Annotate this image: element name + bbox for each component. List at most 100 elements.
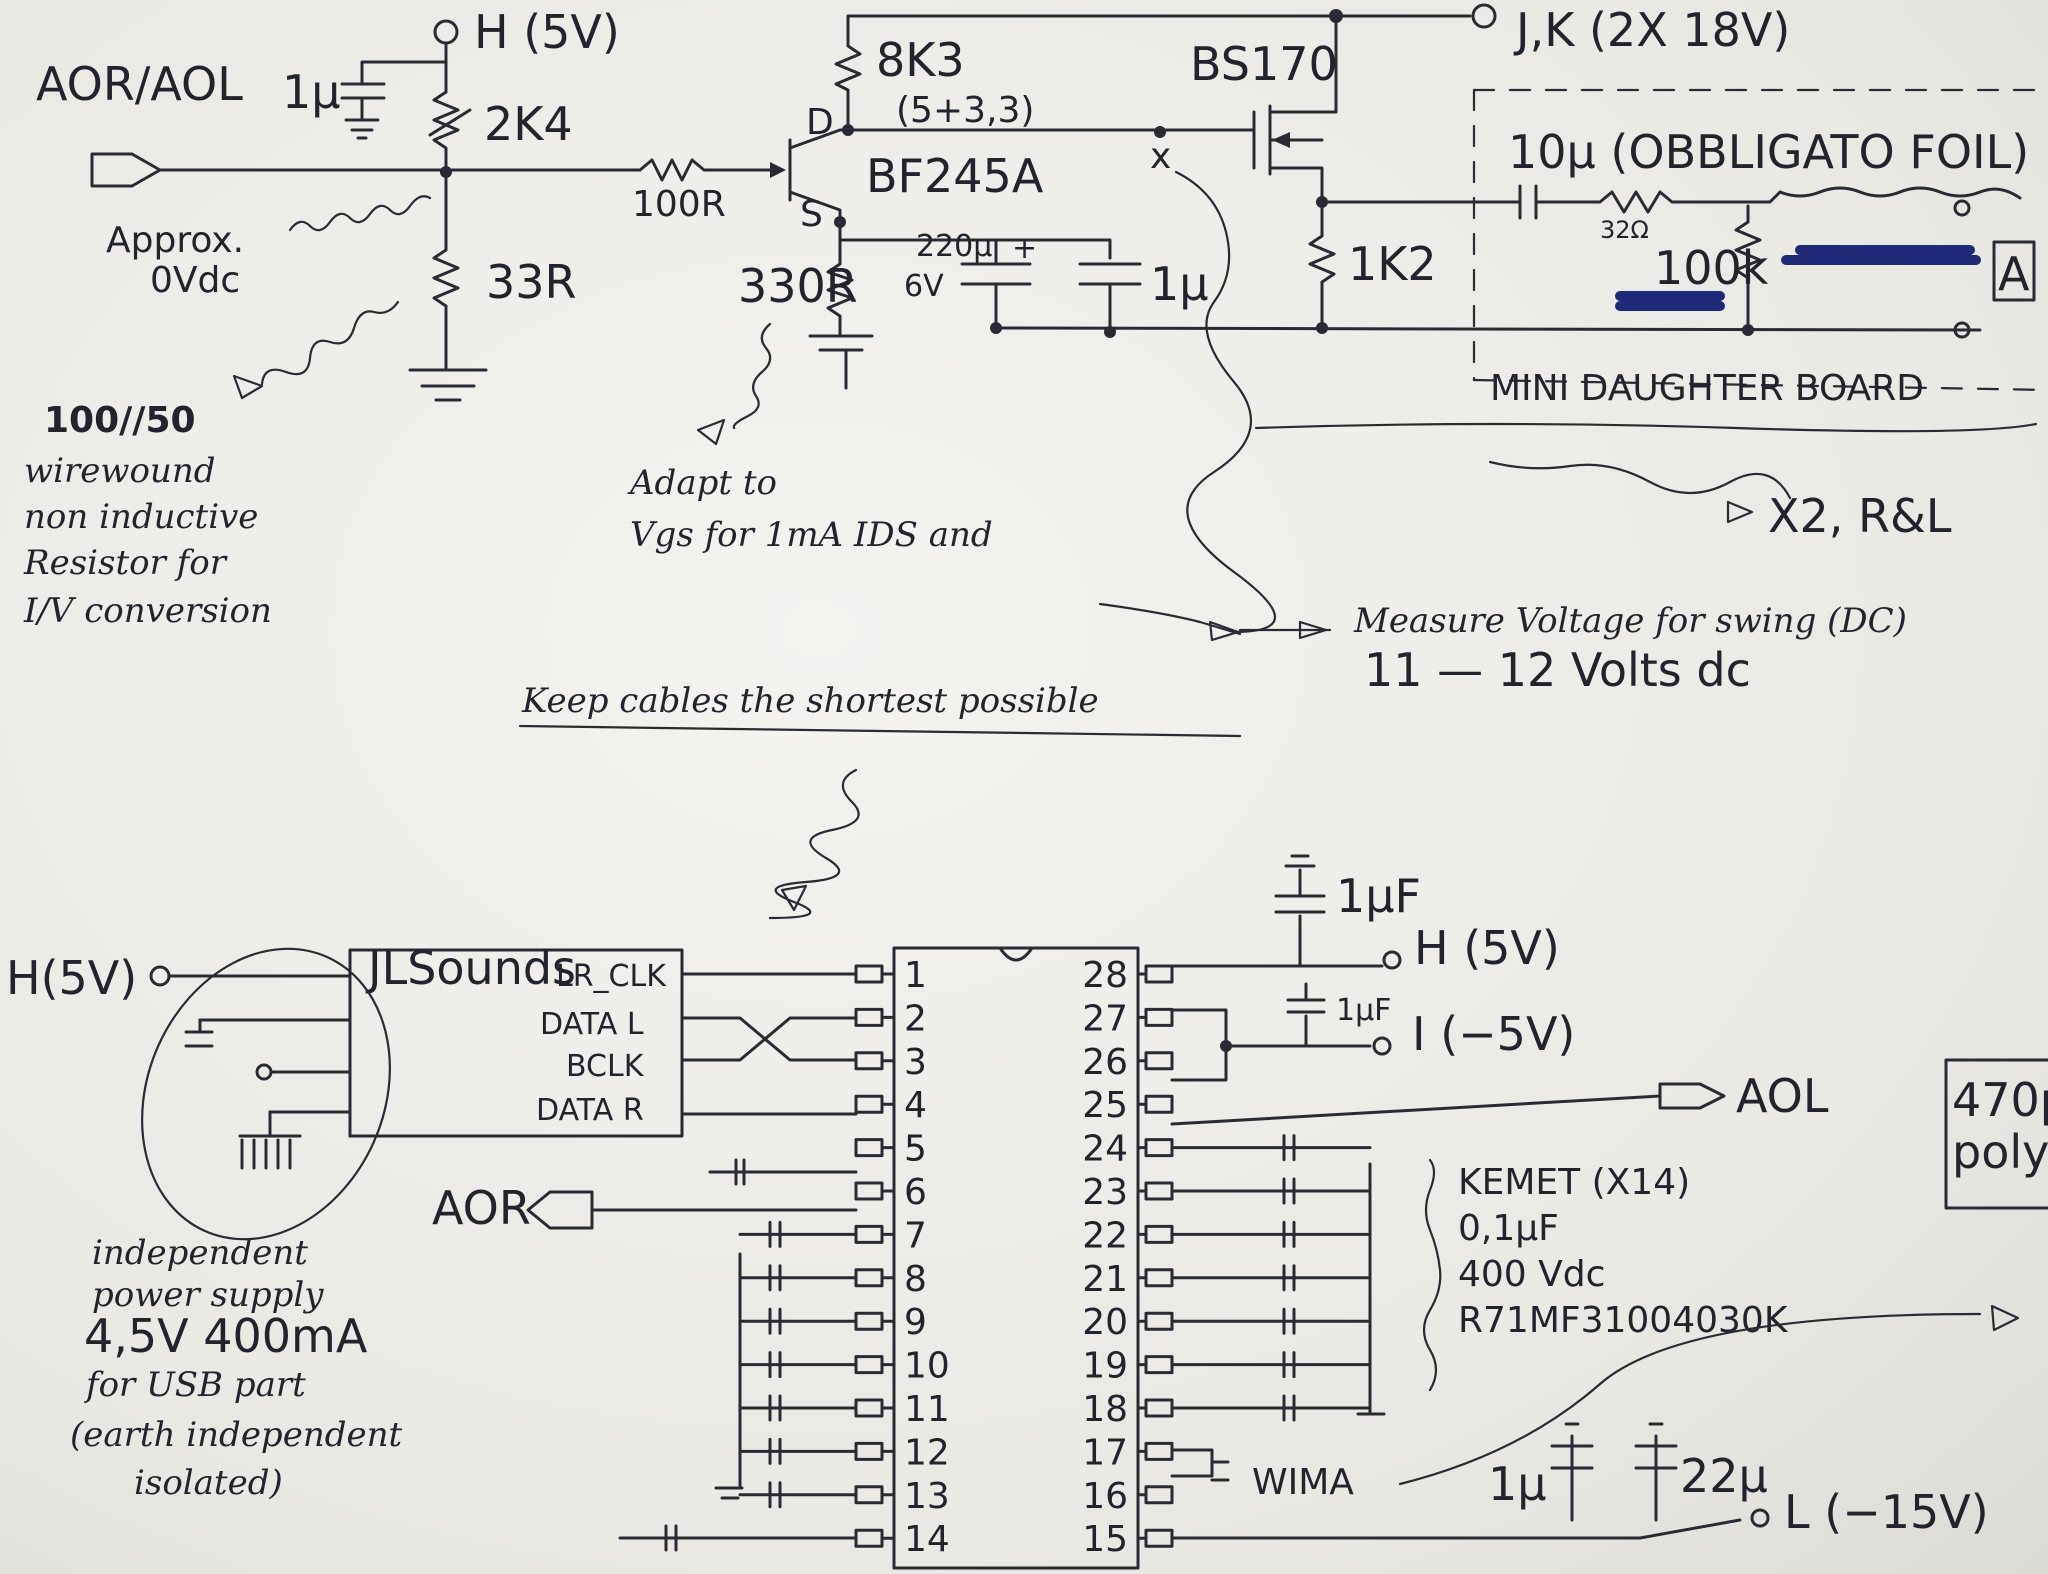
measure-line1: Measure Voltage for swing (DC) <box>1353 601 1907 641</box>
pin-right-number: 25 <box>1082 1085 1128 1126</box>
note-ps-2: power supply <box>92 1275 324 1315</box>
data-l-label: DATA L <box>540 1007 644 1042</box>
pin-right-number: 19 <box>1082 1346 1128 1387</box>
pin-right-number: 24 <box>1082 1129 1128 1170</box>
pin-left-number: 9 <box>904 1302 927 1343</box>
pin-right <box>1144 1051 1174 1071</box>
r-33r-label: 33R <box>486 255 577 309</box>
cap-220u-label: 220μ <box>916 229 992 264</box>
r-8k3-label: 8K3 <box>876 33 965 87</box>
x2-label: X2, R&L <box>1768 489 1952 543</box>
pin-right-number: 15 <box>1082 1519 1128 1560</box>
pin-right <box>1144 964 1174 984</box>
pin-right-number: 28 <box>1082 955 1128 996</box>
pin-left <box>854 1007 884 1027</box>
pin-right-number: 16 <box>1082 1476 1128 1517</box>
pin-right <box>1144 1138 1174 1158</box>
cap-10u-label: 10μ (OBBLIGATO FOIL) <box>1508 125 2029 179</box>
pin-left-number: 1 <box>904 955 927 996</box>
adapt-line2: Vgs for 1mA IDS and <box>630 515 993 555</box>
cap-1uf-mid: 1μF <box>1336 993 1391 1028</box>
cap-6v-label: 6V <box>904 269 944 304</box>
pin-right <box>1144 1441 1174 1461</box>
kemet-line2: 0,1μF <box>1458 1208 1559 1249</box>
pin-right <box>1144 1311 1174 1331</box>
pin-left-number: 13 <box>904 1476 950 1517</box>
note-noninductive: non inductive <box>24 497 258 537</box>
kemet-line4: R71MF31004030K <box>1458 1300 1789 1341</box>
r-32-label: 32Ω <box>1600 216 1649 244</box>
supply-jk-label: J,K (2X 18V) <box>1513 3 1790 57</box>
pin-left <box>854 1138 884 1158</box>
pin-right <box>1144 1224 1174 1244</box>
note-ps-1: independent <box>92 1233 308 1273</box>
r-100k-label: 100k <box>1654 241 1769 295</box>
pin-right-number: 20 <box>1082 1302 1128 1343</box>
pin-left-number: 11 <box>904 1389 950 1430</box>
pin-left <box>854 1224 884 1244</box>
pin-left-number: 8 <box>904 1259 927 1300</box>
lr-clk-label: LR_CLK <box>556 959 667 994</box>
supply-l: L (−15V) <box>1784 1485 1989 1539</box>
pin-left <box>854 1181 884 1201</box>
zero-vdc-label: 0Vdc <box>150 260 240 301</box>
note-ps-5: (earth independent <box>70 1415 403 1455</box>
pin-left <box>854 964 884 984</box>
pin-right-number: 26 <box>1082 1042 1128 1083</box>
cap-1u-l: 1μ <box>1488 1457 1547 1511</box>
pin-right <box>1144 1398 1174 1418</box>
r-2k4-label: 2K4 <box>484 97 573 151</box>
data-r-label: DATA R <box>536 1093 644 1128</box>
adapt-line1: Adapt to <box>627 463 777 503</box>
jlsounds-label: JLSounds <box>365 941 576 995</box>
supply-i: I (−5V) <box>1412 1007 1575 1061</box>
daughter-board-label: MINI DAUGHTER BOARD <box>1490 368 1924 409</box>
input-label: AOR/AOL <box>36 57 243 111</box>
out-a-label: A <box>1998 247 2030 301</box>
pin-left-number: 10 <box>904 1346 950 1387</box>
cap-plus: + <box>1012 231 1037 266</box>
cap-1uf-top: 1μF <box>1336 869 1421 923</box>
source-s-label: S <box>800 194 823 235</box>
pin-left <box>854 1398 884 1418</box>
pin-left-number: 14 <box>904 1519 950 1560</box>
pin-left-number: 2 <box>904 998 927 1039</box>
pin-right <box>1144 1094 1174 1114</box>
ic-pins: 1234567891011121314282726252423222120191… <box>854 955 1174 1560</box>
note-100-50: 100//50 <box>44 400 196 441</box>
pin-left-number: 7 <box>904 1215 927 1256</box>
cap-1u-left-label: 1μ <box>282 65 341 119</box>
measure-line2: 11 — 12 Volts dc <box>1364 643 1751 697</box>
note-ps-4: for USB part <box>83 1365 306 1405</box>
bottom-circuit: H(5V) JLSounds LR_CLK DATA L BCLK DATA R… <box>6 854 2048 1570</box>
bclk-label: BCLK <box>566 1049 645 1084</box>
note-ps-3: 4,5V 400mA <box>84 1309 368 1363</box>
pin-right <box>1144 1268 1174 1288</box>
box-poly: poly <box>1952 1125 2048 1179</box>
mosfet-label: BS170 <box>1190 37 1338 91</box>
pin-left-number: 6 <box>904 1172 927 1213</box>
pin-right-number: 17 <box>1082 1432 1128 1473</box>
jfet-label: BF245A <box>866 149 1044 203</box>
pin-left-number: 5 <box>904 1129 927 1170</box>
kemet-line3: 400 Vdc <box>1458 1254 1605 1295</box>
pin-left <box>854 1051 884 1071</box>
note-wirewound: wirewound <box>24 451 215 491</box>
r-100r-label: 100R <box>632 184 726 225</box>
pin-left-number: 12 <box>904 1432 950 1473</box>
pin-right-number: 18 <box>1082 1389 1128 1430</box>
pin-left <box>854 1355 884 1375</box>
pin-right <box>1144 1528 1174 1548</box>
pin-left-number: 4 <box>904 1085 927 1126</box>
pin-right-number: 27 <box>1082 998 1128 1039</box>
pin-left <box>854 1268 884 1288</box>
top-circuit: H (5V) 1μ AOR/AOL 2K4 Approx. 0Vdc 33R 1… <box>23 3 2048 920</box>
r-1k2-label: 1K2 <box>1348 237 1437 291</box>
pin-left <box>854 1485 884 1505</box>
note-resistor-for: Resistor for <box>23 543 228 583</box>
supply-h2: H (5V) <box>1414 921 1560 975</box>
pin-left <box>854 1528 884 1548</box>
kemet-line1: KEMET (X14) <box>1458 1162 1690 1203</box>
